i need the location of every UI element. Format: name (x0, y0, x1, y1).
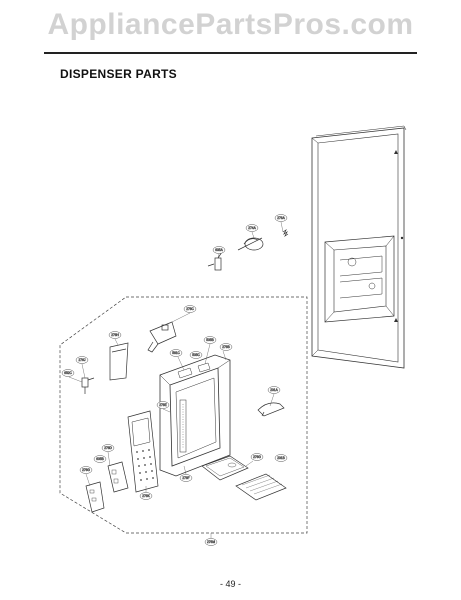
callout-276a: 276A (274, 214, 288, 222)
callout-text: 635A (215, 248, 223, 252)
callout-605b: 605B (93, 455, 107, 463)
callout-276g-2: 276G (250, 453, 264, 461)
section-title: DISPENSER PARTS (60, 67, 177, 81)
callout-text: 276K (142, 494, 150, 498)
callout-text: 505B (206, 338, 213, 342)
callout-labels: 276A 274A 635A 276C 276H 505B 276B 561C … (61, 214, 288, 546)
callout-text: 276B (222, 345, 229, 349)
callout-635a: 635A (212, 246, 226, 254)
callout-276k: 276K (139, 492, 153, 500)
micro-switch-part (81, 377, 95, 394)
callout-276c: 276C (183, 305, 197, 313)
callout-text: 561C (172, 351, 180, 355)
watermark: AppliancePartsPros.com (47, 8, 414, 41)
ice-chute-motor-part (237, 237, 264, 251)
control-panel (127, 410, 159, 493)
callout-text: 276J (79, 358, 86, 362)
assembly-outline (59, 296, 308, 534)
callout-276g: 276G (79, 466, 93, 474)
callout-text: 276C (186, 307, 194, 311)
callout-276e: 276E (156, 401, 170, 409)
callout-text: 276E (159, 403, 166, 407)
callout-276h: 276H (108, 331, 122, 339)
callout-text: 276G (253, 455, 261, 459)
spring-part (282, 228, 289, 238)
callout-text: 276M (207, 540, 215, 544)
callout-text: 505C (192, 353, 200, 357)
callout-276f: 276F (179, 474, 193, 482)
callout-201b: 201B (274, 454, 288, 462)
callout-text: 605B (96, 457, 103, 461)
callout-text: 276A (277, 216, 285, 220)
side-lever-part (257, 402, 285, 417)
callout-text: 276F (182, 476, 189, 480)
callout-276j: 276J (75, 356, 89, 364)
door-panel (311, 125, 407, 369)
button-cover-part (85, 481, 105, 513)
callout-text: 201A (270, 388, 278, 392)
callout-505b: 505B (203, 336, 217, 344)
header-rule (44, 52, 417, 54)
dispenser-housing (159, 354, 231, 477)
callout-text: 276D (104, 446, 112, 450)
cover-plate-part (109, 342, 129, 381)
duct-door-part (147, 321, 177, 353)
drip-tray-part (201, 455, 249, 481)
page-number: - 49 - (219, 579, 241, 589)
callout-276d: 276D (101, 444, 115, 452)
callout-276m: 276M (204, 538, 218, 546)
leader-lines (68, 221, 284, 538)
display-pcb-part (107, 461, 129, 493)
callout-561c: 561C (169, 349, 183, 357)
callout-201a: 201A (267, 386, 281, 394)
callout-text: 201B (277, 456, 284, 460)
callout-274a: 274A (245, 224, 259, 232)
callout-text: 652C (64, 371, 72, 375)
lever-part (207, 251, 223, 271)
callout-text: 276G (82, 468, 90, 472)
callout-text: 276H (111, 333, 119, 337)
callout-505c: 505C (189, 351, 203, 359)
callout-652c: 652C (61, 369, 75, 377)
callout-276b: 276B (219, 343, 233, 351)
control-panel-buttons (136, 449, 154, 481)
callout-text: 274A (248, 226, 256, 230)
drip-tray-grille-part (235, 473, 287, 501)
